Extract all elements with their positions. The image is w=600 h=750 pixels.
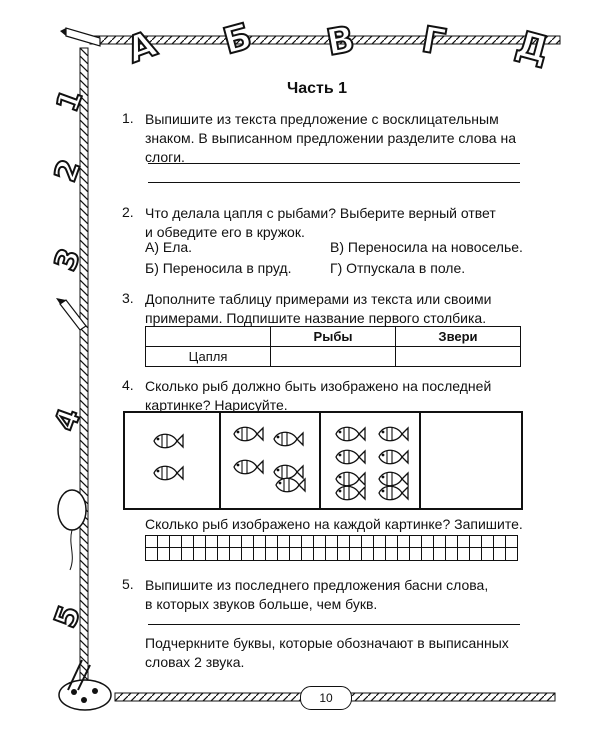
answer-cell[interactable] xyxy=(325,535,337,561)
answer-cells-divider xyxy=(145,547,517,548)
answer-cell[interactable] xyxy=(169,535,181,561)
fish-icon xyxy=(332,468,366,495)
q1-answer-line[interactable] xyxy=(148,163,520,164)
answer-cell[interactable] xyxy=(289,535,301,561)
q3-table: Рыбы Звери Цапля xyxy=(145,326,521,367)
q3-line: примерами. Подпишите название первого ст… xyxy=(145,310,487,326)
q3-table-cell[interactable] xyxy=(270,346,396,367)
answer-cell[interactable] xyxy=(493,535,505,561)
fish-icon xyxy=(230,456,264,483)
answer-cell[interactable] xyxy=(205,535,217,561)
fish-icon xyxy=(230,423,264,450)
q3-text: Дополните таблицу примерами из текста ил… xyxy=(145,290,525,328)
answer-cell[interactable] xyxy=(469,535,481,561)
answer-cell[interactable] xyxy=(397,535,409,561)
answer-cell[interactable] xyxy=(505,535,518,561)
q1-text: Выпишите из текста предложение с восклиц… xyxy=(145,110,525,167)
fish-icon xyxy=(332,446,366,473)
answer-cell[interactable] xyxy=(409,535,421,561)
answer-cell[interactable] xyxy=(481,535,493,561)
answer-cell[interactable] xyxy=(253,535,265,561)
q5-sub-line: словах 2 звука. xyxy=(145,654,245,670)
fish-icon xyxy=(375,482,409,509)
q1-line: слоги. xyxy=(145,149,185,165)
q2-text: Что делала цапля с рыбами? Выберите верн… xyxy=(145,204,525,242)
answer-cell[interactable] xyxy=(433,535,445,561)
answer-cells[interactable] xyxy=(145,535,518,561)
fish-picture-4-empty[interactable] xyxy=(419,411,523,510)
fish-icon xyxy=(270,428,304,455)
q4-line: картинке? Нарисуйте. xyxy=(145,397,288,413)
fish-icon xyxy=(375,468,409,495)
q5-sub-line: Подчеркните буквы, которые обозначают в … xyxy=(145,635,509,651)
answer-cell[interactable] xyxy=(193,535,205,561)
answer-cell[interactable] xyxy=(265,535,277,561)
answer-cell[interactable] xyxy=(349,535,361,561)
answer-cell[interactable] xyxy=(421,535,433,561)
answer-cell[interactable] xyxy=(445,535,457,561)
answer-cell[interactable] xyxy=(337,535,349,561)
q3-table-header-empty[interactable] xyxy=(145,326,271,347)
answer-cell[interactable] xyxy=(301,535,313,561)
fish-icon xyxy=(375,446,409,473)
q5-answer-line[interactable] xyxy=(148,624,520,625)
answer-cell[interactable] xyxy=(385,535,397,561)
q2-number: 2. xyxy=(122,204,134,220)
answer-cell[interactable] xyxy=(313,535,325,561)
q4-line: Сколько рыб должно быть изображено на по… xyxy=(145,378,492,394)
page-title: Часть 1 xyxy=(287,80,348,97)
q2-option-g[interactable]: Г) Отпускала в поле. xyxy=(330,260,466,276)
q2-option-a[interactable]: А) Ела. xyxy=(145,239,193,255)
q4-text: Сколько рыб должно быть изображено на по… xyxy=(145,377,525,415)
answer-cell[interactable] xyxy=(217,535,229,561)
fish-icon xyxy=(270,461,304,488)
answer-cell[interactable] xyxy=(241,535,253,561)
answer-cell[interactable] xyxy=(157,535,169,561)
q3-table-cell[interactable] xyxy=(395,346,521,367)
q1-line: Выпишите из текста предложение с восклиц… xyxy=(145,111,499,127)
q3-table-header-fish: Рыбы xyxy=(270,326,396,347)
q5-sub-text: Подчеркните буквы, которые обозначают в … xyxy=(145,634,530,672)
q2-option-b[interactable]: Б) Переносила в пруд. xyxy=(145,260,292,276)
q1-number: 1. xyxy=(122,110,134,126)
fish-icon xyxy=(332,482,366,509)
answer-cell[interactable] xyxy=(457,535,469,561)
fish-picture-1 xyxy=(123,411,223,510)
q1-line: знаком. В выписанном предложении раздели… xyxy=(145,130,516,146)
answer-cell[interactable] xyxy=(229,535,241,561)
q5-number: 5. xyxy=(122,576,134,592)
answer-cell[interactable] xyxy=(181,535,193,561)
q2-option-v[interactable]: В) Переносила на новоселье. xyxy=(330,239,523,255)
q4-number: 4. xyxy=(122,377,134,393)
fish-icon xyxy=(150,430,184,457)
q5-text: Выпишите из последнего предложения басни… xyxy=(145,576,525,614)
q1-answer-line[interactable] xyxy=(148,182,520,183)
q4-sub-text: Сколько рыб изображено на каждой картинк… xyxy=(145,516,523,532)
answer-cell[interactable] xyxy=(145,535,157,561)
page-number: 10 xyxy=(300,686,352,710)
q3-table-row-label: Цапля xyxy=(145,346,271,367)
fish-icon xyxy=(272,474,306,501)
answer-cell[interactable] xyxy=(277,535,289,561)
fish-icon xyxy=(150,462,184,489)
answer-cell[interactable] xyxy=(373,535,385,561)
fish-icon xyxy=(332,423,366,450)
q2-line: и обведите его в кружок. xyxy=(145,224,305,240)
q5-line: Выпишите из последнего предложения басни… xyxy=(145,577,489,593)
answer-cell[interactable] xyxy=(361,535,373,561)
fish-icon xyxy=(375,423,409,450)
q3-line: Дополните таблицу примерами из текста ил… xyxy=(145,291,492,307)
q3-table-header-animals: Звери xyxy=(395,326,521,347)
q2-line: Что делала цапля с рыбами? Выберите верн… xyxy=(145,205,496,221)
q5-line: в которых звуков больше, чем букв. xyxy=(145,596,378,612)
q3-number: 3. xyxy=(122,290,134,306)
